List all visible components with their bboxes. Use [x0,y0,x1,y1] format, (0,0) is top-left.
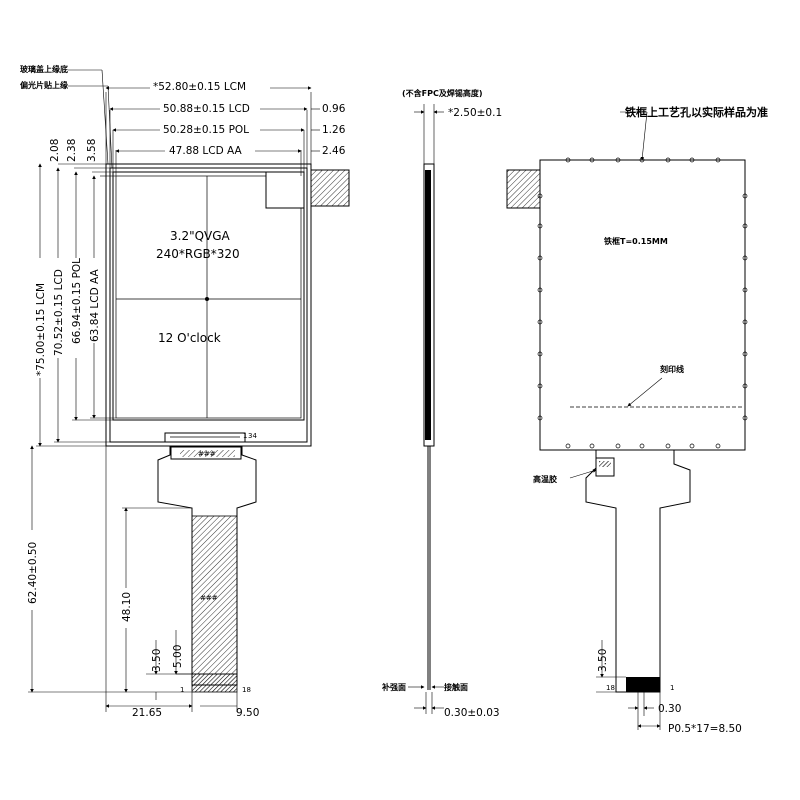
front-tape-hatch [310,169,350,207]
active-area [115,175,302,419]
frame-holes [537,157,748,449]
back-pin-18: 18 [606,684,615,692]
back-frame [539,159,746,451]
note-engraved-line: 刻印线 [660,364,684,374]
bond-area [164,432,246,443]
dim-lcd-height: 70.52±0.15 LCD [53,269,65,356]
note-leader-1b [101,69,109,165]
note-polarizer-top: 偏光片贴上缘 [20,80,68,90]
lcd-outline [109,167,308,443]
dim-side-thickness: *2.50±0.1 [448,107,502,119]
dim-v-358: 3.58 [86,139,98,162]
back-view: 铁框上工艺孔以实际样品为准 铁框T=0.15MM 刻印线 [506,105,768,735]
spec-orientation: 12 O'clock [158,331,221,345]
dim-pol-height: 66.94±0.15 POL [71,258,83,344]
dim-pol-width: 50.28±0.15 POL [163,124,249,136]
dim-r-126: 1.26 [322,124,346,136]
fpc-stiffener [191,515,238,675]
spec-size: 3.2"QVGA [170,229,231,243]
back-pin-1: 1 [670,684,674,692]
side-glass [425,170,431,440]
side-outline [423,163,435,447]
dim-v-208: 2.08 [49,139,61,162]
dim-500: 5.00 [172,645,184,668]
fpc-mark-2: ### [200,594,218,602]
note-bonding-face: 补强面 [381,682,406,692]
dim-aa-width: 47.88 LCD AA [169,145,242,157]
back-gold-finger [626,677,660,692]
note-contact-face: 接触面 [444,682,468,692]
fpc-gold-finger [191,673,238,693]
dim-v-238: 2.38 [66,139,78,162]
note-frame-thickness: 铁框T=0.15MM [604,236,668,246]
dim-350: 3.50 [151,649,163,672]
pol-outline [112,171,305,421]
dim-950: 9.50 [236,707,259,719]
dim-r-246: 2.46 [322,145,346,157]
back-dim-030: 0.30 [658,703,681,715]
note-high-temp-tape: 高温胶 [533,474,557,484]
dim-2165: 21.65 [132,707,162,719]
back-dim-350: 3.50 [597,649,609,672]
spec-resolution: 240*RGB*320 [156,247,240,261]
pin-label-top-b: 34 [248,432,257,440]
pin-label-top-a: 1 [243,432,247,440]
side-view: (不含FPC及焊锡高度) *2.50±0.1 补强面 接触面 0.30±0.03 [381,88,502,719]
back-dim-pitch: P0.5*17=8.50 [668,723,742,735]
dim-lcm-width: *52.80±0.15 LCM [153,81,246,93]
back-tape-hatch [506,169,541,209]
fpc-neck-hatch [180,450,235,457]
note-frame-hole: 铁框上工艺孔以实际样品为准 [625,105,768,119]
pin-label-bottom-left: 1 [180,686,184,694]
note-glass-top: 玻璃盖上缘底 [20,64,68,74]
front-view: 3.2"QVGA 240*RGB*320 12 O'clock 1 34 ###… [20,64,350,719]
dim-fpc-length: 62.40±0.50 [27,542,39,604]
corner-tab [265,171,305,209]
dim-lcd-width: 50.88±0.15 LCD [163,103,250,115]
dim-side-fpc: 0.30±0.03 [444,707,500,719]
fpc-mark-1: ### [198,450,216,458]
dim-fpc-48: 48.10 [121,592,133,622]
dim-lcm-height: *75.00±0.15 LCM [35,283,47,376]
dim-r-096: 0.96 [322,103,346,115]
note-no-fpc: (不含FPC及焊锡高度) [402,88,483,98]
pin-label-bottom-right: 18 [242,686,251,694]
dim-aa-height: 63.84 LCD AA [89,269,101,342]
lcm-outline [105,163,312,447]
center-mark [205,297,209,301]
